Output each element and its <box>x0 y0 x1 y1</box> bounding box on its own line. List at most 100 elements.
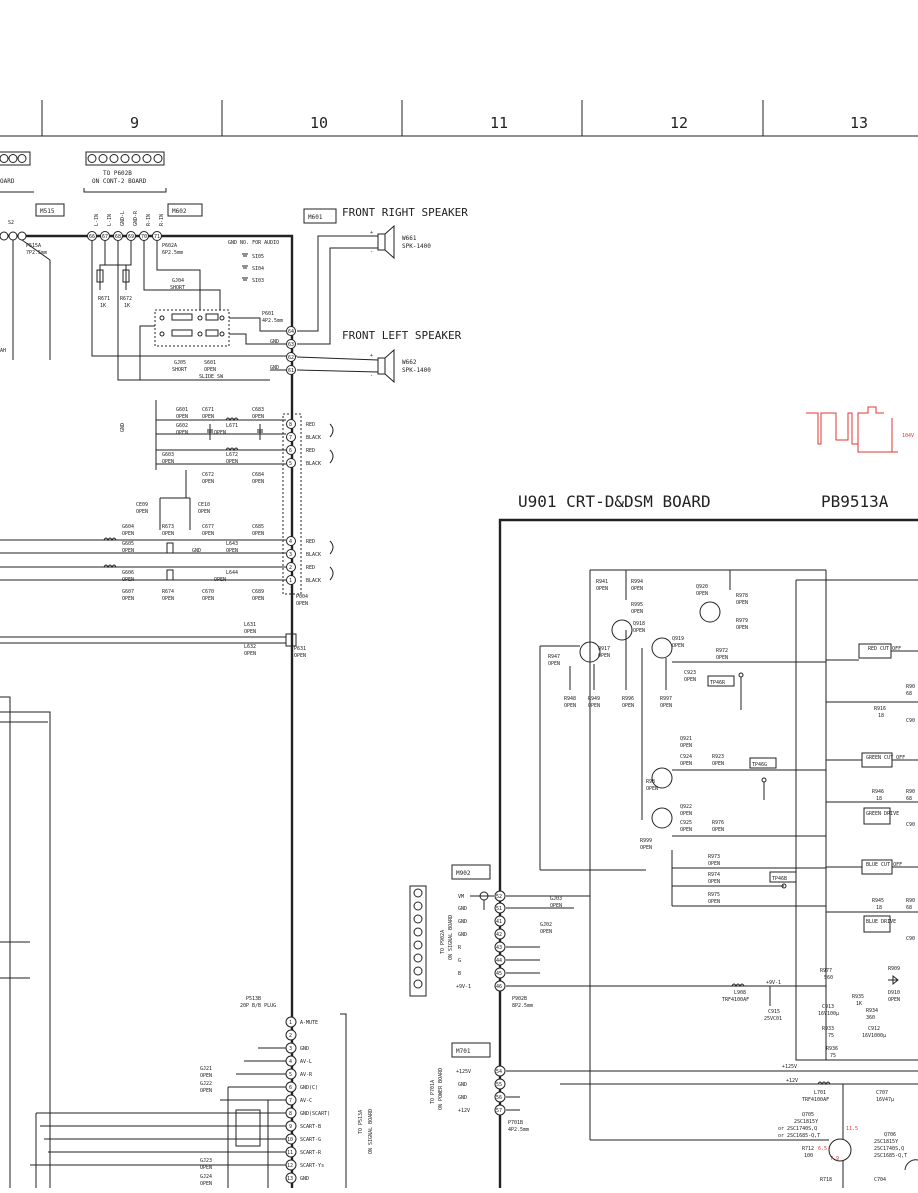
svg-text:OPEN: OPEN <box>684 677 696 683</box>
svg-text:SHORT: SHORT <box>172 367 187 373</box>
svg-text:L-IN: L-IN <box>94 214 100 226</box>
s601-slide-switch: GJ05 SHORT S601 OPEN SLIDE SW <box>154 309 230 380</box>
svg-text:R977: R977 <box>820 968 832 974</box>
partial-board-label: OARD <box>0 178 15 185</box>
svg-text:G604: G604 <box>122 524 134 530</box>
svg-text:R976: R976 <box>712 820 724 826</box>
svg-text:R718: R718 <box>820 1177 832 1183</box>
svg-text:3: 3 <box>289 552 292 558</box>
svg-text:R672: R672 <box>120 296 132 302</box>
svg-text:68: 68 <box>906 796 912 802</box>
svg-text:12: 12 <box>287 1163 293 1169</box>
svg-text:S2: S2 <box>8 220 14 226</box>
svg-text:C925: C925 <box>680 820 692 826</box>
svg-text:2: 2 <box>289 1033 292 1039</box>
svg-text:OPEN: OPEN <box>162 459 174 465</box>
svg-text:R948: R948 <box>564 696 576 702</box>
svg-text:G606: G606 <box>122 570 134 576</box>
svg-text:+125V: +125V <box>456 1069 471 1075</box>
svg-text:OPEN: OPEN <box>550 903 562 909</box>
svg-text:2: 2 <box>289 565 292 571</box>
ce-capacitors: CE09 OPEN CE10 OPEN <box>136 470 210 530</box>
svg-text:360: 360 <box>866 1015 875 1021</box>
svg-text:OPEN: OPEN <box>176 430 188 436</box>
svg-text:C923: C923 <box>684 670 696 676</box>
svg-text:OPEN: OPEN <box>712 761 724 767</box>
svg-text:B: B <box>458 971 461 977</box>
svg-text:OPEN: OPEN <box>736 625 748 631</box>
svg-text:GREEN CUT OFF: GREEN CUT OFF <box>866 755 905 761</box>
green-drive: GREEN DRIVE R946 18 R90 68 C90 <box>826 789 918 828</box>
svg-text:M902: M902 <box>456 870 471 877</box>
front-right-speaker: FRONT RIGHT SPEAKER + - W661 SPK-1400 <box>297 206 468 345</box>
svg-text:OPEN: OPEN <box>214 430 226 436</box>
svg-text:R995: R995 <box>631 602 643 608</box>
svg-text:C689: C689 <box>252 589 264 595</box>
svg-text:OPEN: OPEN <box>633 628 645 634</box>
svg-text:OPEN: OPEN <box>631 586 643 592</box>
svg-text:18: 18 <box>876 796 882 802</box>
svg-text:G605: G605 <box>122 541 134 547</box>
svg-text:OPEN: OPEN <box>888 997 900 1003</box>
svg-text:R935: R935 <box>852 994 864 1000</box>
svg-text:560: 560 <box>824 975 833 981</box>
module-m601: M601 <box>303 208 337 224</box>
svg-text:R999: R999 <box>640 838 652 844</box>
svg-text:GREEN DRIVE: GREEN DRIVE <box>866 811 899 817</box>
svg-text:R936: R936 <box>826 1046 838 1052</box>
svg-text:OPEN: OPEN <box>712 827 724 833</box>
svg-text:OPEN: OPEN <box>680 743 692 749</box>
svg-text:P601: P601 <box>262 311 274 317</box>
svg-text:OPEN: OPEN <box>252 531 264 537</box>
svg-text:2SC1815Y: 2SC1815Y <box>794 1119 818 1125</box>
svg-text:M515: M515 <box>40 208 55 215</box>
svg-text:C915: C915 <box>768 1009 780 1015</box>
svg-text:P902B: P902B <box>512 996 527 1002</box>
svg-text:TRF4100AF: TRF4100AF <box>802 1097 829 1103</box>
svg-text:68: 68 <box>906 905 912 911</box>
svg-text:C913: C913 <box>822 1004 834 1010</box>
svg-text:41: 41 <box>496 919 502 925</box>
svg-text:16V100µ: 16V100µ <box>818 1011 839 1017</box>
svg-text:6.5: 6.5 <box>818 1146 827 1152</box>
svg-text:55: 55 <box>496 1082 502 1088</box>
svg-text:GJ21: GJ21 <box>200 1066 212 1072</box>
red-cut-off: RED CUT OFF <box>826 643 918 661</box>
svg-text:OPEN: OPEN <box>226 548 238 554</box>
svg-text:46: 46 <box>496 984 502 990</box>
svg-text:75: 75 <box>828 1033 834 1039</box>
p602a-pin: 66L-IN <box>87 214 100 241</box>
svg-text:4P2.5mm: 4P2.5mm <box>262 318 283 324</box>
svg-text:OPEN: OPEN <box>252 414 264 420</box>
column-10: 10 <box>310 114 328 132</box>
svg-text:64: 64 <box>288 329 294 335</box>
connector-strip-p602b: TO P602B ON CONT-2 BOARD <box>83 151 167 193</box>
svg-text:100: 100 <box>804 1153 813 1159</box>
svg-text:R674: R674 <box>162 589 174 595</box>
svg-text:OPEN: OPEN <box>716 655 728 661</box>
svg-text:71: 71 <box>154 234 160 240</box>
svg-text:18: 18 <box>878 713 884 719</box>
front-left-speaker: FRONT LEFT SPEAKER + - W662 SPK-1400 <box>296 329 462 384</box>
svg-text:OPEN: OPEN <box>640 845 652 851</box>
svg-text:AV-R: AV-R <box>300 1072 313 1078</box>
svg-text:OPEN: OPEN <box>596 586 608 592</box>
r671: R671 1K <box>96 269 110 309</box>
svg-text:OPEN: OPEN <box>244 629 256 635</box>
svg-text:C671: C671 <box>202 407 214 413</box>
module-m902: M902 <box>451 864 491 880</box>
svg-text:8P2.5mm: 8P2.5mm <box>512 1003 533 1009</box>
svg-text:Q706: Q706 <box>884 1132 896 1138</box>
svg-text:13: 13 <box>287 1176 293 1182</box>
svg-text:L908: L908 <box>734 990 746 996</box>
svg-text:TO P701A: TO P701A <box>430 1080 436 1104</box>
svg-text:18: 18 <box>876 905 882 911</box>
connector-strip-left <box>0 151 31 166</box>
